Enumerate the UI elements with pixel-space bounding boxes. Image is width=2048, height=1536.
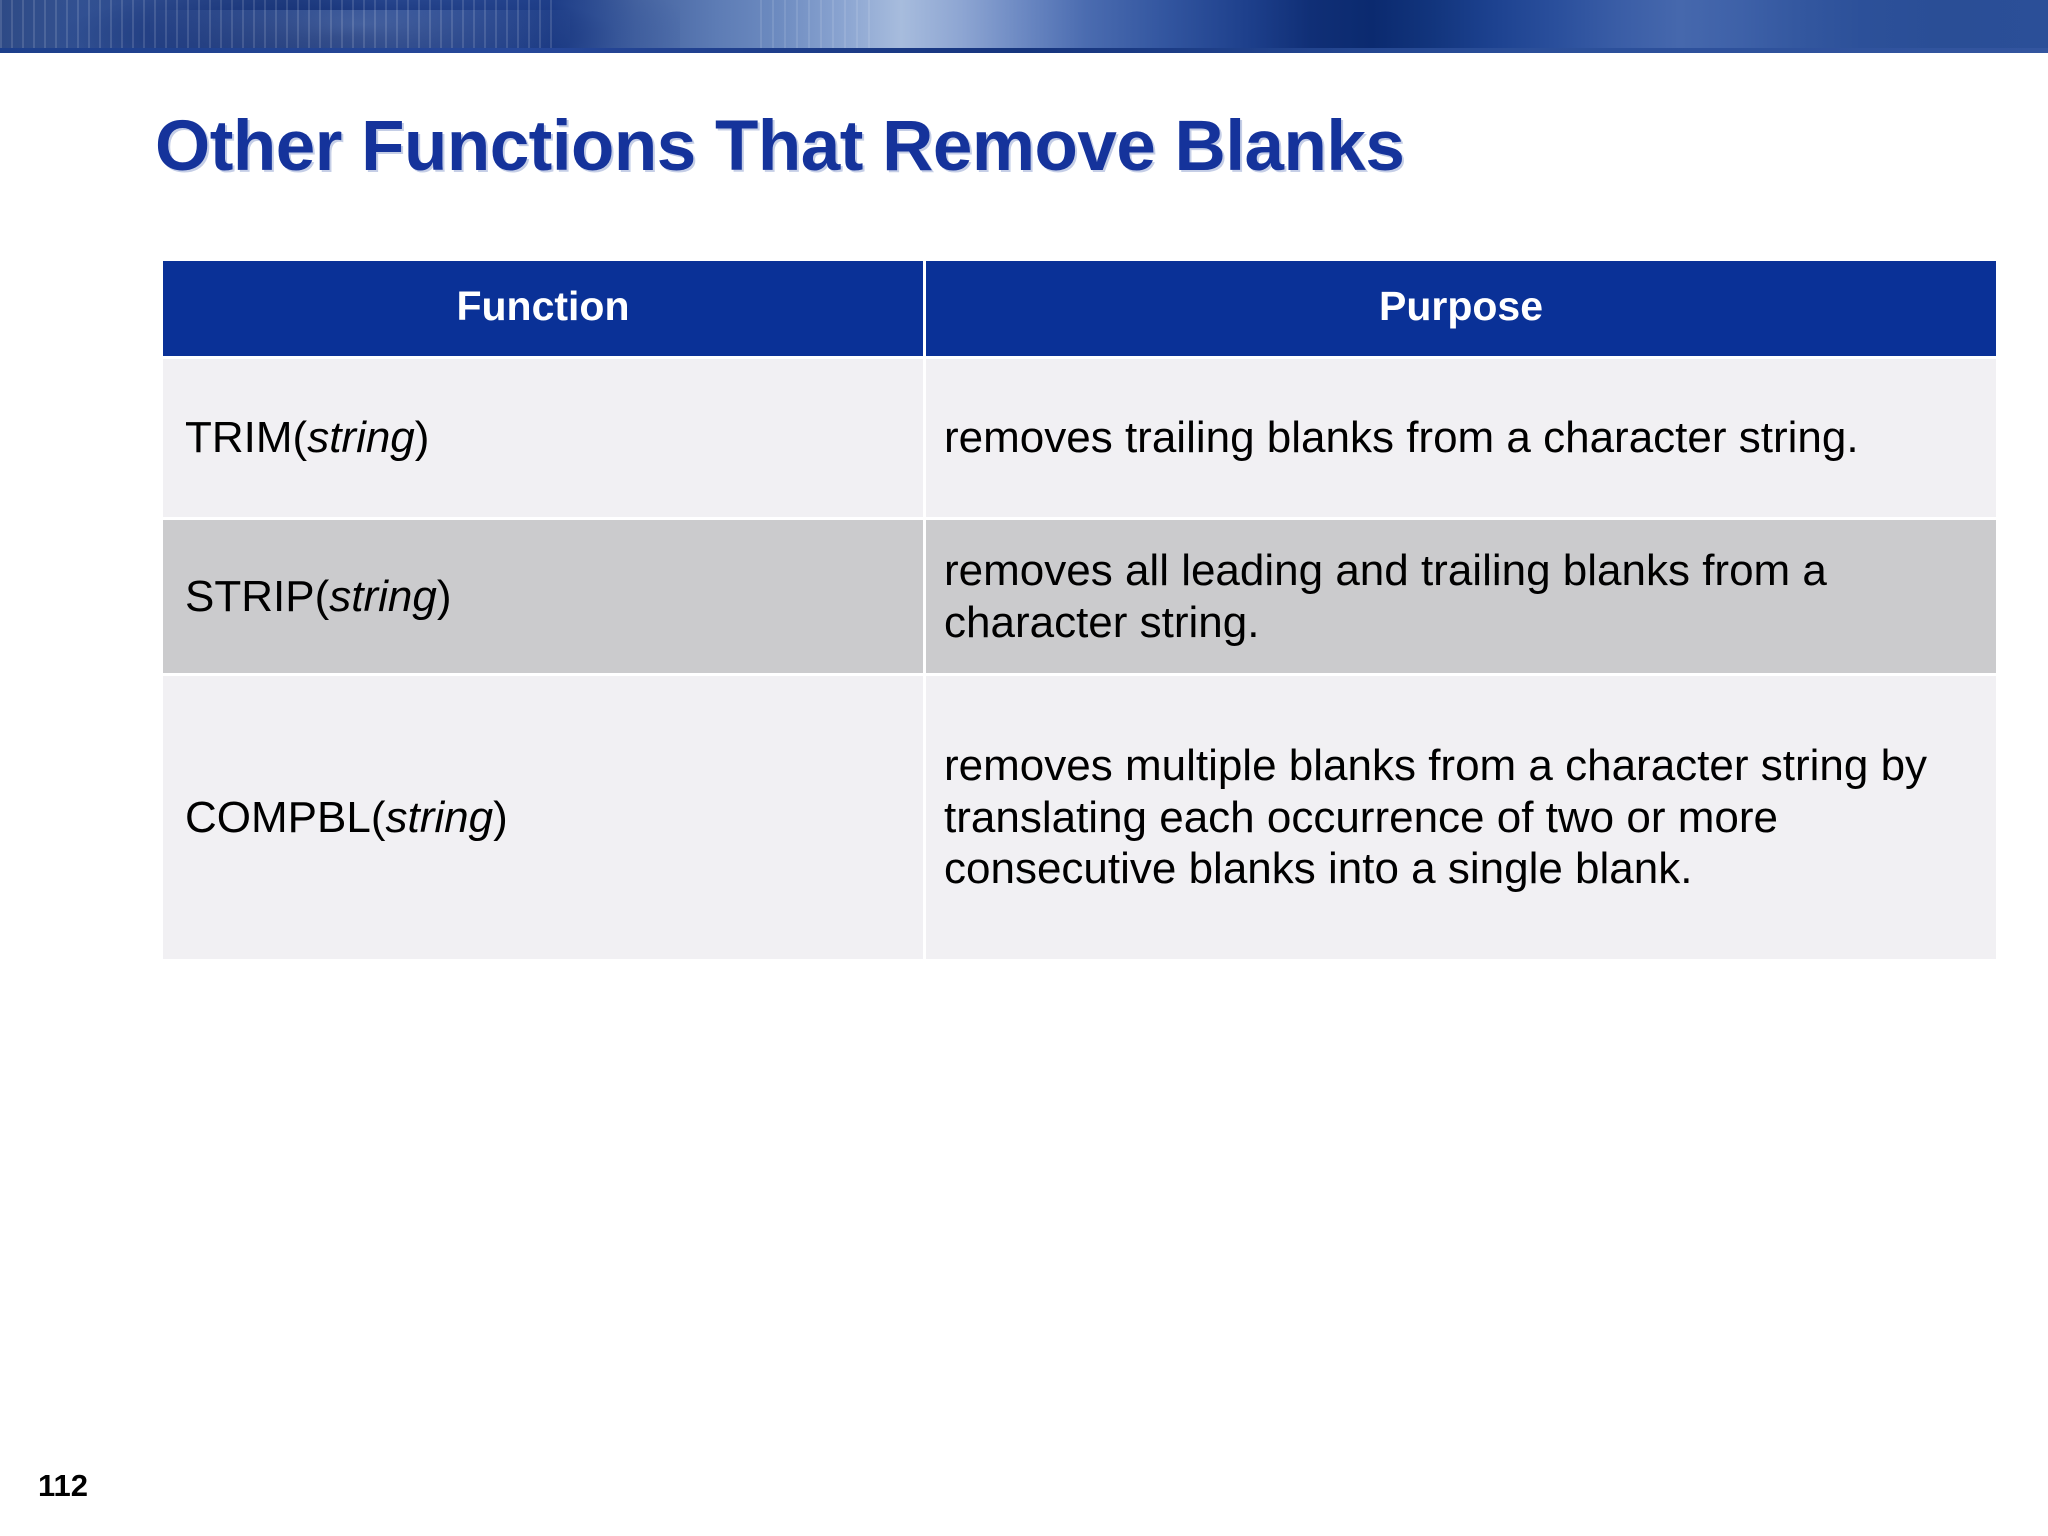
function-argument: string — [307, 413, 415, 463]
cell-purpose-text: removes all leading and trailing blanks … — [926, 520, 1996, 673]
page-title: Other Functions That Remove Blanks — [155, 107, 1405, 186]
banner-bottom-rule — [0, 48, 2048, 53]
cell-function-name: COMPBL(string) — [163, 676, 923, 959]
banner-light-blob — [150, 10, 570, 48]
banner-dark-blob — [60, 0, 680, 48]
cell-function-name: TRIM(string) — [163, 359, 923, 517]
top-banner-decoration — [0, 0, 2048, 48]
banner-stripes-right — [760, 0, 880, 48]
function-paren-close: ) — [436, 571, 452, 621]
functions-table: Function Purpose TRIM(string) removes tr… — [160, 258, 1999, 962]
function-identifier: STRIP( — [185, 571, 330, 621]
table-row: TRIM(string) removes trailing blanks fro… — [163, 359, 1996, 517]
cell-purpose-text: removes trailing blanks from a character… — [926, 359, 1996, 517]
column-header-function: Function — [163, 261, 923, 356]
function-identifier: TRIM( — [185, 413, 308, 463]
cell-function-name: STRIP(string) — [163, 520, 923, 673]
banner-stripes-left — [0, 0, 560, 48]
function-argument: string — [385, 792, 494, 842]
page-number: 112 — [38, 1468, 89, 1503]
function-identifier: COMPBL( — [185, 792, 386, 842]
cell-purpose-text: removes multiple blanks from a character… — [926, 676, 1996, 959]
function-paren-close: ) — [493, 792, 508, 842]
table-row: COMPBL(string) removes multiple blanks f… — [163, 676, 1996, 959]
table-row: STRIP(string) removes all leading and tr… — [163, 520, 1996, 673]
function-paren-close: ) — [414, 413, 430, 463]
column-header-purpose: Purpose — [926, 261, 1996, 356]
function-argument: string — [329, 571, 437, 621]
table-header-row: Function Purpose — [163, 261, 1996, 356]
